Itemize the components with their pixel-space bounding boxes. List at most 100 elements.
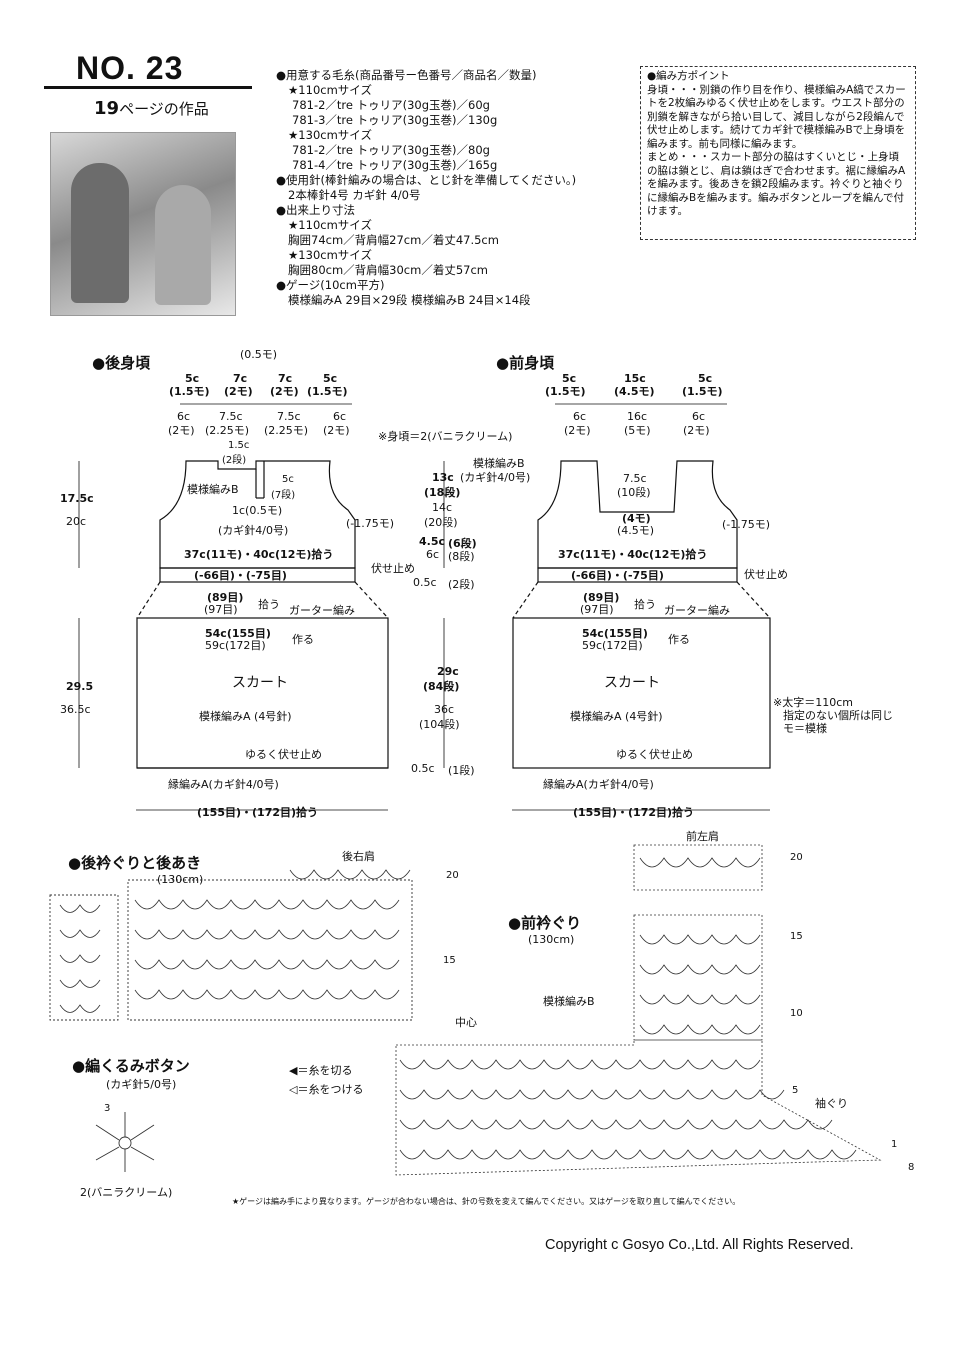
needle-title: ●使用針(棒針編みの場合は、とじ針を準備してください。) [276, 173, 577, 187]
button-sub: (カギ針5/0号) [106, 1078, 177, 1091]
mid-e3: 36c [434, 703, 455, 716]
yarn-title: ●用意する毛糸(商品番号ー色番号／商品名／数量) [276, 68, 537, 82]
mid-f1: 0.5c [411, 762, 435, 775]
front-bodice-title: ●前身頃 [496, 354, 555, 372]
front-d1b: (1.5モ) [545, 385, 586, 398]
needle-value: 2本棒針4号 カギ針 4/0号 [288, 188, 421, 202]
photo-girl-right [155, 185, 211, 305]
back-loose-bindoff: ゆるく伏せ止め [245, 748, 322, 761]
back-garter-label: ガーター編み [289, 604, 355, 617]
back-waist-band [159, 567, 356, 583]
front-d2b: (4.5モ) [614, 385, 655, 398]
legend-same: 指定のない個所は同じ [783, 709, 893, 722]
photo-girl-left [71, 163, 129, 303]
front-neck-sub: (130cm) [528, 933, 575, 946]
front-neck-1: 7.5c [623, 472, 647, 485]
gauge-title: ●ゲージ(10cm平方) [276, 278, 385, 292]
back-garter-1: (89目) [207, 591, 244, 604]
yarn110-1: 781-2／tre トゥリア(30g玉巻)／60g [292, 98, 490, 112]
back-row-15: 15 [443, 955, 456, 966]
back-shoulder: 後右肩 [342, 850, 375, 863]
mid-e1: 29c [437, 665, 459, 678]
front-d3a: 5c [698, 372, 713, 385]
back-decrease: (-66目)・(-75目) [194, 569, 287, 582]
front-neck-chart [395, 844, 882, 1176]
back-e2b: (2.25モ) [205, 424, 250, 437]
back-slit-2: (2段) [222, 455, 247, 466]
front-cast-1: 54c(155目) [582, 627, 648, 640]
front-edge: 縁編みA(カギ針4/0号) [543, 778, 654, 791]
back-pickup: 37c(11モ)・40c(12モ)拾う [184, 548, 334, 561]
mid-f2: (1段) [448, 764, 475, 777]
front-bindoff: 伏せ止め [744, 568, 788, 581]
front-garter-label: ガーター編み [664, 604, 730, 617]
front-neck-3: (4モ) [622, 512, 651, 525]
back-d4a: 5c [323, 372, 338, 385]
legend-join-yarn: ◁＝糸をつける [289, 1083, 364, 1096]
front-skirt-pattern: 模様編みA (4号針) [570, 710, 663, 723]
front-garter-3: 拾う [634, 598, 656, 611]
materials-info: ●用意する毛糸(商品番号ー色番号／商品名／数量) ★110cmサイズ 781-2… [276, 68, 576, 308]
front-pattern-b: 模様編みB [543, 995, 595, 1008]
button-chart [95, 1112, 155, 1172]
back-d1a: 5c [185, 372, 200, 385]
front-d1a: 5c [562, 372, 577, 385]
notes-body-finishing: まとめ・・・スカート部分の脇はすくいとじ・上身頃の脇は鎖とじ、肩は鎖はぎで合わせ… [647, 151, 906, 217]
back-height-top-a: 17.5c [60, 492, 94, 505]
mid-hook: (カギ針4/0号) [460, 471, 531, 484]
size110-label: ★110cmサイズ [288, 83, 372, 97]
back-row-20: 20 [446, 870, 459, 881]
front-waist-band [537, 567, 738, 583]
back-e2a: 7.5c [219, 410, 243, 423]
mid-d2: (2段) [448, 578, 475, 591]
finished110-value: 胸囲74cm／背肩幅27cm／着丈47.5cm [288, 233, 499, 247]
front-row-8: 8 [908, 1162, 915, 1173]
back-slit-5: 1c(0.5モ) [232, 504, 283, 517]
back-height-skirt-a: 29.5 [66, 680, 94, 693]
front-armhole: (-1.75モ) [722, 518, 771, 531]
button-row-3: 3 [104, 1103, 111, 1114]
back-slit-4: (7段) [271, 490, 296, 501]
back-skirt-label: スカート [232, 675, 288, 691]
button-title: ●編くるみボタン [72, 1057, 190, 1075]
back-cast-1: 54c(155目) [205, 627, 271, 640]
front-garter-2: (97目) [580, 603, 614, 616]
front-e3b: (2モ) [683, 424, 710, 437]
mid-e4: (104段) [419, 718, 460, 731]
back-bodice-title: ●後身頃 [92, 354, 151, 372]
yarn110-2: 781-3／tre トゥリア(30g玉巻)／130g [292, 113, 498, 127]
mid-d1: 0.5c [413, 576, 437, 589]
back-hook: (カギ針4/0号) [218, 524, 289, 537]
front-cast-2: 59c(172目) [582, 639, 643, 652]
back-e4a: 6c [333, 410, 347, 423]
gauge-value: 模様編みA 29目×29段 模様編みB 24目×14段 [288, 293, 531, 307]
back-height-top-b: 20c [66, 515, 87, 528]
mid-c4: (8段) [448, 550, 475, 563]
front-e2a: 16c [627, 410, 648, 423]
front-row-15: 15 [790, 931, 803, 942]
front-center: 中心 [455, 1016, 477, 1029]
back-e1b: (2モ) [168, 424, 195, 437]
front-garter-1: (89目) [583, 591, 620, 604]
finished130-value: 胸囲80cm／背肩幅30cm／着丈57cm [288, 263, 488, 277]
mid-e2: (84段) [423, 680, 460, 693]
pattern-number: NO. 23 [76, 50, 184, 86]
back-d3a: 7c [278, 372, 293, 385]
page-ref-text: ページの作品 [119, 100, 209, 118]
back-bindoff: 伏せ止め [371, 562, 415, 575]
front-cast-3: 作る [668, 633, 690, 646]
back-e4b: (2モ) [323, 424, 350, 437]
legend-cut-yarn: ◀＝糸を切る [289, 1064, 353, 1077]
back-skirt-pattern: 模様編みA (4号針) [199, 710, 292, 723]
front-d2a: 15c [624, 372, 646, 385]
size-title: ●出来上り寸法 [276, 203, 356, 217]
back-garter-dash [136, 581, 161, 619]
page-ref-number: 19 [94, 98, 120, 119]
front-e1b: (2モ) [564, 424, 591, 437]
yarn130-2: 781-4／tre トゥリア(30g玉巻)／165g [292, 158, 498, 172]
knitting-notes: ●編み方ポイント 身頃・・・別鎖の作り目を作り、模様編みA縞でスカートを2枚編み… [640, 66, 916, 240]
back-d2b: (2モ) [224, 385, 253, 398]
front-row-20: 20 [790, 852, 803, 863]
mid-b2: (18段) [424, 486, 461, 499]
